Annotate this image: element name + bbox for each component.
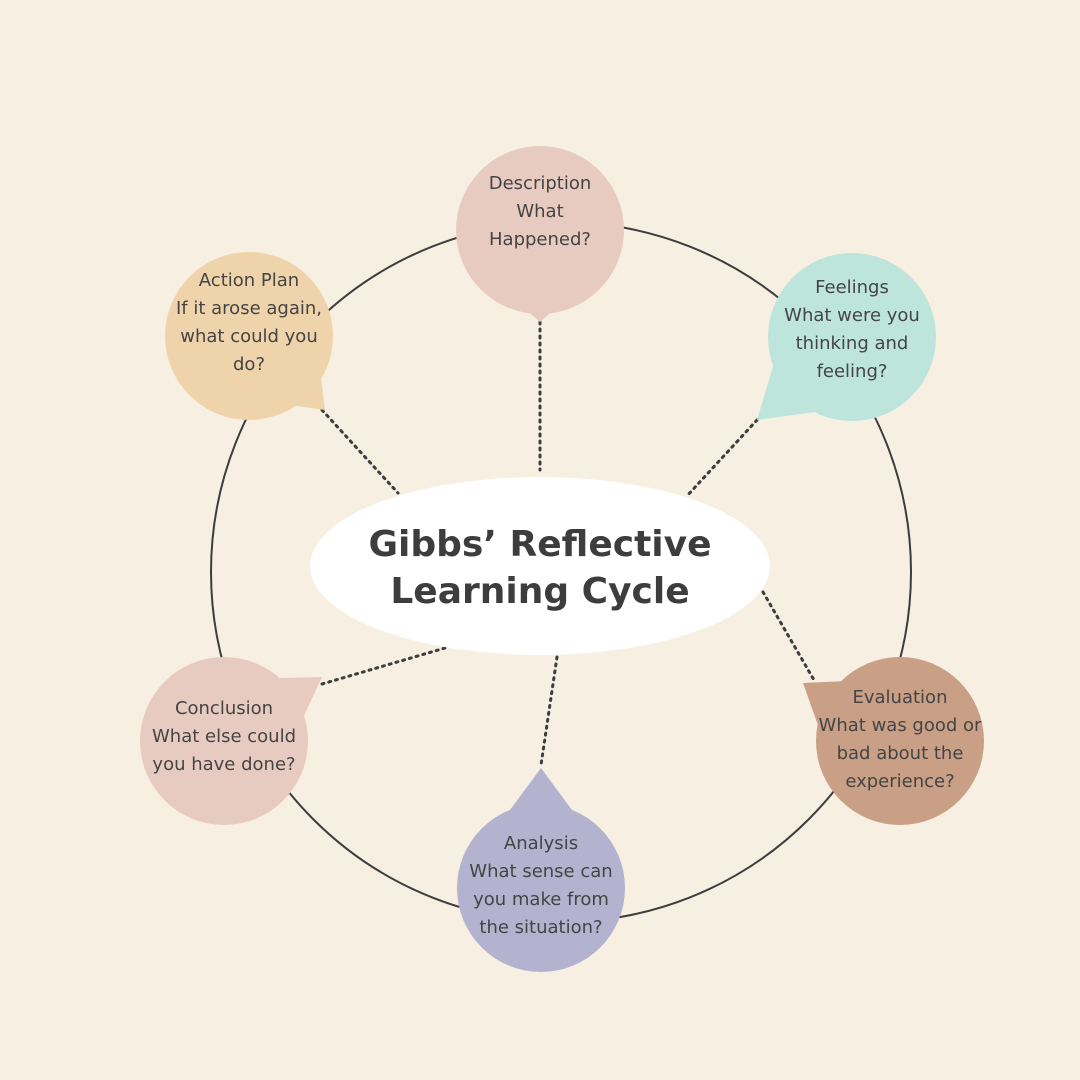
title-line-2: Learning Cycle	[390, 571, 690, 612]
stage-question-line: If it arose again,	[176, 298, 322, 319]
stage-label-action-plan: Action Plan If it arose again, what could …	[159, 267, 339, 379]
bubble-circle-conclusion	[140, 657, 308, 825]
stage-question-line: bad about the	[836, 743, 964, 764]
stage-heading: Evaluation	[852, 687, 948, 708]
stage-heading: Action Plan	[198, 270, 300, 291]
stage-question-line: Happened?	[489, 229, 591, 250]
stage-question-line: What sense can	[469, 861, 613, 882]
stage-heading: Description	[488, 173, 592, 194]
stage-question-line: What else could	[151, 726, 296, 747]
stage-question-line: What	[516, 201, 564, 222]
bubble-circle-description	[456, 146, 624, 314]
stage-question-line: the situation?	[479, 917, 603, 938]
stage-question-line: what could you	[180, 326, 318, 347]
connector-evaluation	[761, 590, 816, 682]
connector-conclusion	[320, 646, 447, 686]
bubble-circle-feelings	[768, 253, 936, 421]
connector-feelings	[684, 418, 759, 499]
bubble-evaluation	[803, 657, 984, 825]
stage-heading: Analysis	[503, 833, 579, 854]
bubble-feelings	[757, 253, 936, 421]
stage-question-line: you make from	[473, 889, 609, 910]
title-line-1: Gibbs’ Reflective	[368, 524, 712, 565]
stage-heading: Feelings	[815, 277, 889, 298]
connector-analysis	[539, 655, 559, 767]
bubble-action-plan	[165, 252, 333, 420]
stage-heading: Conclusion	[174, 698, 274, 719]
stage-question-line: What was good or	[818, 715, 982, 736]
bubble-tail-analysis	[510, 768, 572, 810]
stage-question-line: experience?	[845, 771, 955, 792]
bubble-analysis	[457, 768, 625, 972]
bubble-circle-action-plan	[165, 252, 333, 420]
bubble-tail-feelings	[757, 360, 815, 420]
stage-question-line: you have done?	[152, 754, 296, 775]
bubble-circle-analysis	[457, 804, 625, 972]
stage-question-line: What were you	[784, 305, 920, 326]
bubble-conclusion	[140, 657, 322, 825]
center-ellipse	[310, 477, 770, 655]
stage-question-line: do?	[233, 354, 265, 375]
connector-lines	[320, 320, 816, 767]
diagram-title: Gibbs’ Reflective Learning Cycle	[330, 521, 750, 615]
stage-question-line: feeling?	[816, 361, 888, 382]
stage-question-line: thinking and	[795, 333, 909, 354]
bubble-circle-evaluation	[816, 657, 984, 825]
connector-action-plan	[320, 408, 400, 495]
bubble-description	[456, 146, 624, 322]
